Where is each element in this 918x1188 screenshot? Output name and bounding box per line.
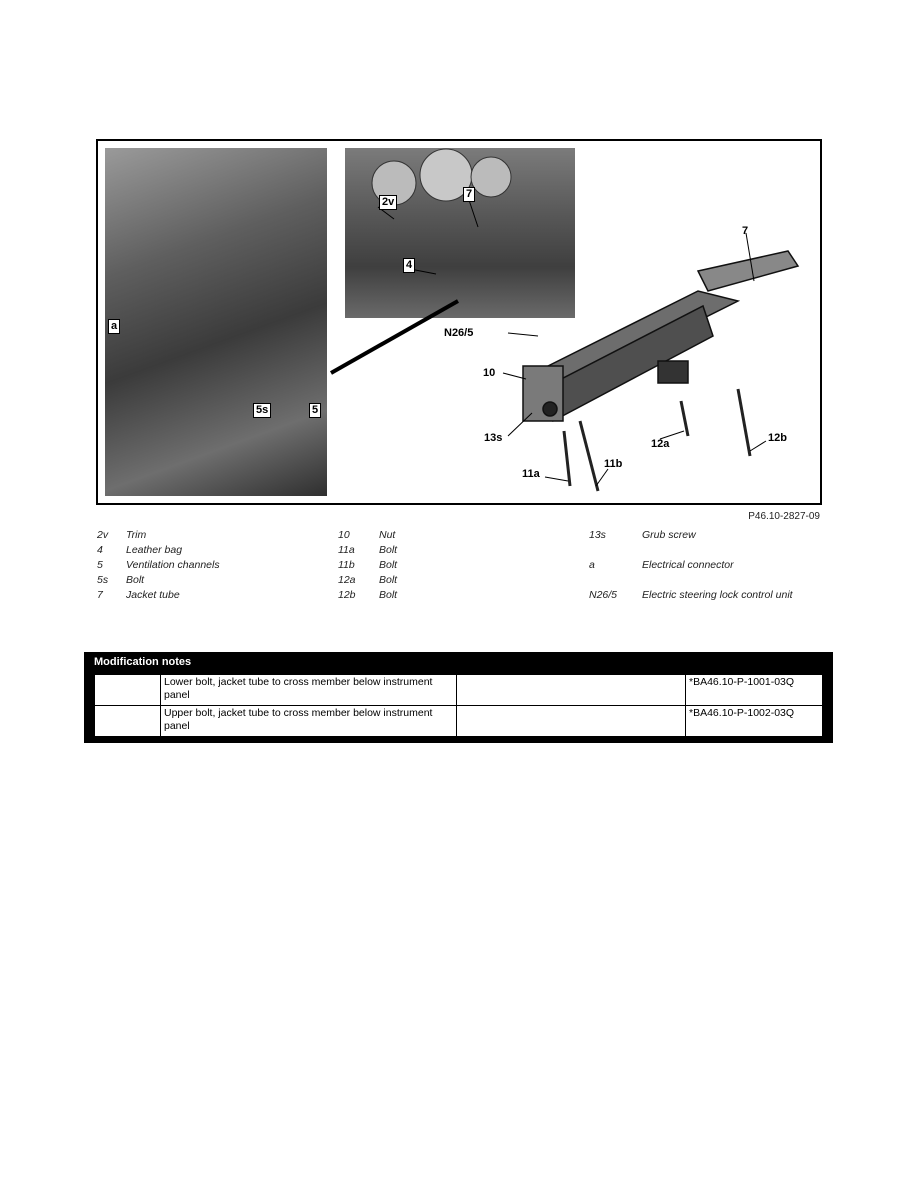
callout-7-main: 7: [742, 225, 749, 237]
legend-key: N26/5: [589, 589, 618, 601]
callout-11b: 11b: [604, 458, 623, 470]
legend-value: Bolt: [126, 574, 145, 586]
figure-frame: a 5s 5 2v 7 4 7 N26/5 10 13s 12a 12b 11a…: [96, 139, 822, 505]
callout-11a: 11a: [522, 468, 540, 480]
bolts-drawing: [562, 388, 752, 492]
legend-key: 12b: [338, 589, 356, 601]
legend-value: Bolt: [379, 544, 398, 556]
legend-row: 7 Jacket tube: [97, 588, 220, 603]
legend-row: 11a Bolt: [338, 543, 397, 558]
table-row: Upper bolt, jacket tube to cross member …: [94, 705, 823, 737]
callout-4: 4: [403, 258, 416, 273]
jacket-tube-drawing: [522, 250, 800, 423]
table-cell: [94, 674, 161, 706]
callout-12b: 12b: [768, 432, 787, 444]
legend-row: 11b Bolt: [338, 558, 397, 573]
legend-value: Jacket tube: [126, 589, 180, 601]
legend-value: Bolt: [379, 589, 398, 601]
legend-key: 11a: [338, 544, 355, 556]
legend-key: 2v: [97, 529, 109, 541]
legend-value: Bolt: [379, 559, 398, 571]
legend-row: 13s Grub screw: [589, 528, 793, 543]
legend-row: 12a Bolt: [338, 573, 397, 588]
legend-key: 5: [97, 559, 103, 571]
callout-7-inset: 7: [463, 187, 476, 202]
legend-value: Leather bag: [126, 544, 183, 556]
legend-key: 7: [97, 589, 103, 601]
legend-value: Electric steering lock control unit: [642, 589, 793, 601]
legend-value: Bolt: [379, 574, 398, 586]
callout-n26-5: N26/5: [444, 327, 474, 339]
legend-row: 4 Leather bag: [97, 543, 220, 558]
modification-notes-title: Modification notes: [94, 656, 192, 668]
legend-row: 5 Ventilation channels: [97, 558, 220, 573]
table-cell: [94, 705, 161, 737]
legend-row: N26/5 Electric steering lock control unit: [589, 588, 793, 603]
callout-leaders: [377, 196, 767, 487]
legend-key: 4: [97, 544, 103, 556]
callout-a: a: [108, 319, 121, 334]
legend-key: 5s: [97, 574, 109, 586]
callout-12a: 12a: [651, 438, 670, 450]
table-cell-description: Upper bolt, jacket tube to cross member …: [160, 705, 457, 737]
table-cell-description: Lower bolt, jacket tube to cross member …: [160, 674, 457, 706]
legend-key: 13s: [589, 529, 606, 541]
table-cell: [456, 674, 686, 706]
callout-2v: 2v: [379, 195, 398, 210]
table-cell-reference-link[interactable]: *BA46.10-P-1002-03Q: [685, 705, 823, 737]
legend-value: Trim: [126, 529, 147, 541]
legend-key: a: [589, 559, 595, 571]
callout-13s: 13s: [484, 432, 503, 444]
table-cell-reference-link[interactable]: *BA46.10-P-1001-03Q: [685, 674, 823, 706]
legend-key: 10: [338, 529, 350, 541]
legend-key: 11b: [338, 559, 355, 571]
legend-row: a Electrical connector: [589, 558, 793, 573]
figure-id: P46.10-2827-09: [748, 511, 820, 522]
table-cell: [456, 705, 686, 737]
legend-row: 12b Bolt: [338, 588, 397, 603]
legend-row: [589, 573, 793, 588]
legend-value: Ventilation channels: [126, 559, 220, 571]
legend-column-3: 13s Grub screw a Electrical connector N26/…: [589, 528, 793, 603]
legend-row: 2v Trim: [97, 528, 220, 543]
legend-value: Nut: [379, 529, 396, 541]
legend-row: 10 Nut: [338, 528, 397, 543]
callout-10: 10: [483, 367, 496, 379]
photo-steering-column-installed: [105, 148, 327, 496]
modification-notes-table: Modification notes Lower bolt, jacket tu…: [84, 652, 833, 743]
callout-5s: 5s: [253, 403, 272, 418]
legend-value: Electrical connector: [642, 559, 734, 571]
figure-illustration: [330, 148, 800, 492]
legend-column-1: 2v Trim 4 Leather bag 5 Ventilation channel…: [97, 528, 220, 603]
inset-leader-line: [330, 299, 459, 375]
modification-notes-grid: Lower bolt, jacket tube to cross member …: [94, 674, 823, 737]
legend-row: 5s Bolt: [97, 573, 220, 588]
legend-value: Grub screw: [642, 529, 696, 541]
callout-5: 5: [309, 403, 322, 418]
legend-key: 12a: [338, 574, 356, 586]
gauge-right: [470, 156, 512, 198]
table-row: Lower bolt, jacket tube to cross member …: [94, 674, 823, 706]
